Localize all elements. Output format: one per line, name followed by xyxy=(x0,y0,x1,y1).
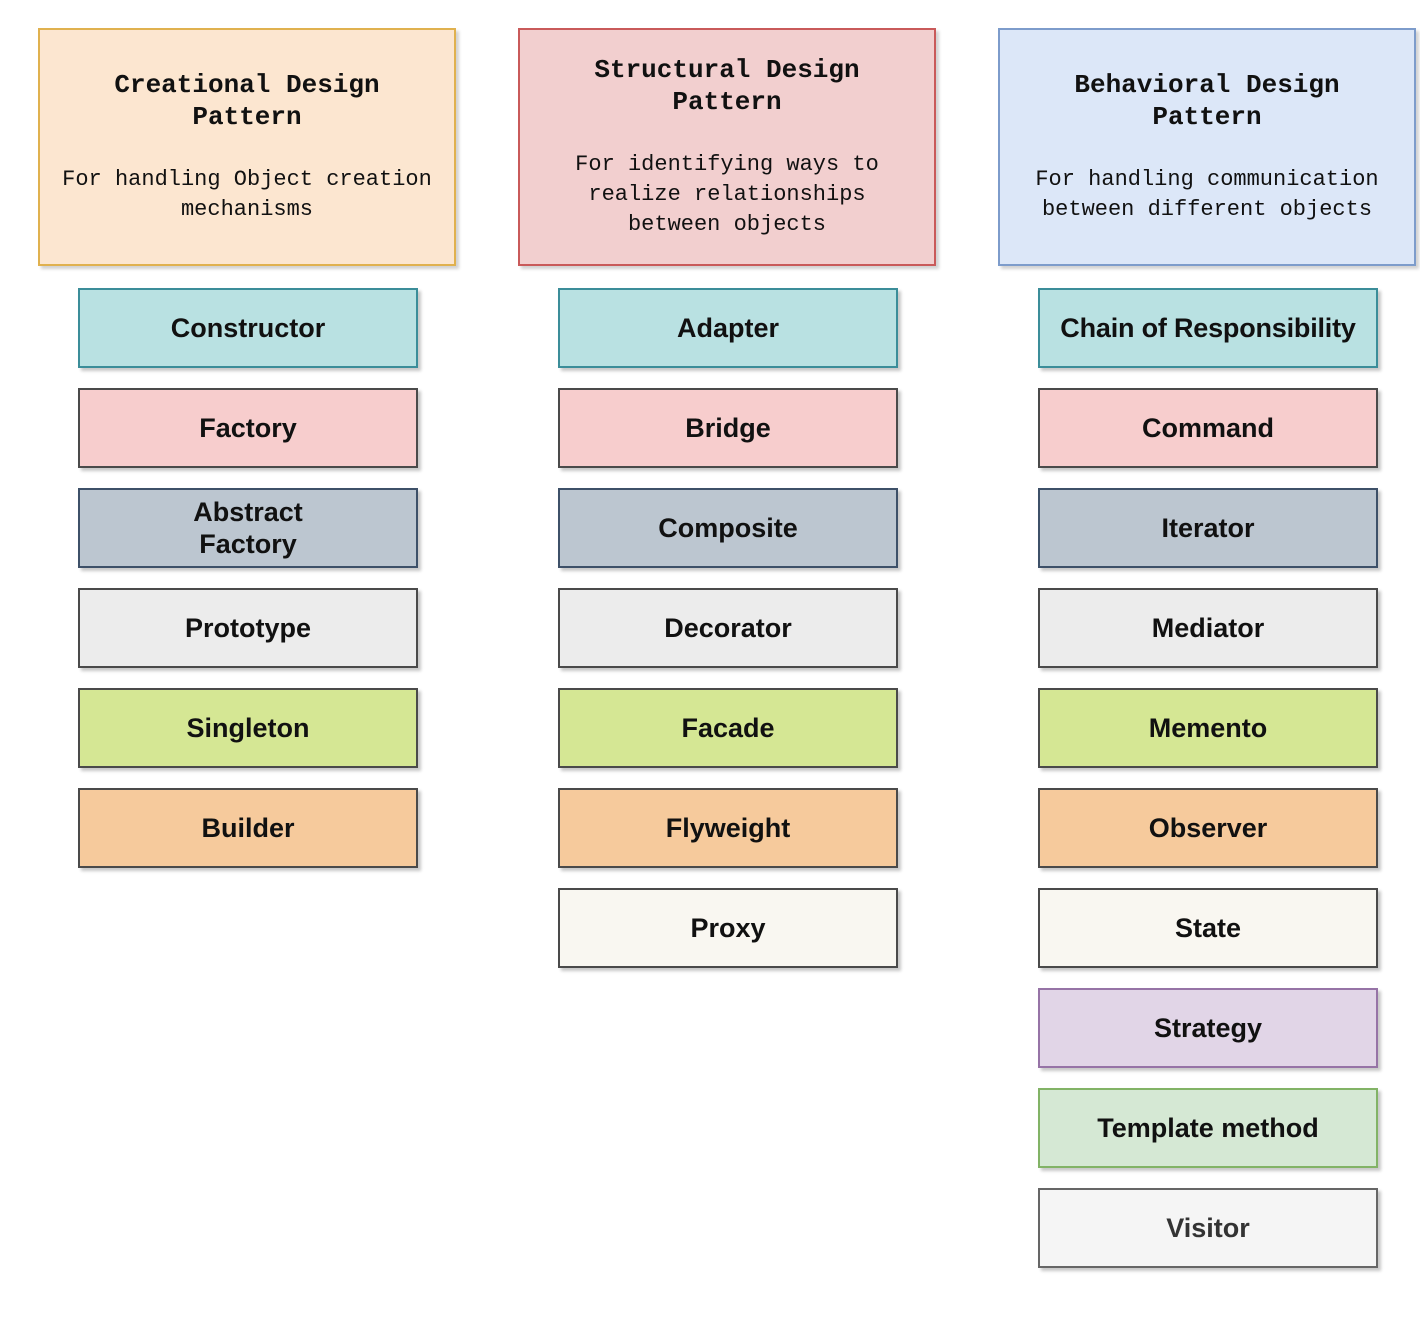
header-creational: Creational Design Pattern For handling O… xyxy=(38,28,456,266)
pattern-command: Command xyxy=(1038,388,1378,468)
header-title: Behavioral Design Pattern xyxy=(1074,70,1340,132)
pattern-list: Chain of Responsibility Command Iterator… xyxy=(1038,288,1378,1288)
pattern-flyweight: Flyweight xyxy=(558,788,898,868)
header-description: For identifying ways to realize relation… xyxy=(575,152,879,237)
pattern-abstract-factory: Abstract Factory xyxy=(78,488,418,568)
pattern-proxy: Proxy xyxy=(558,888,898,968)
header-title: Creational Design Pattern xyxy=(114,70,380,132)
pattern-builder: Builder xyxy=(78,788,418,868)
header-description: For handling communication between diffe… xyxy=(1035,167,1379,222)
header-behavioral: Behavioral Design Pattern For handling c… xyxy=(998,28,1416,266)
pattern-template-method: Template method xyxy=(1038,1088,1378,1168)
pattern-bridge: Bridge xyxy=(558,388,898,468)
pattern-list: Adapter Bridge Composite Decorator Facad… xyxy=(558,288,898,988)
pattern-facade: Facade xyxy=(558,688,898,768)
pattern-constructor: Constructor xyxy=(78,288,418,368)
header-title: Structural Design Pattern xyxy=(594,55,860,117)
pattern-list: Constructor Factory Abstract Factory Pro… xyxy=(78,288,418,888)
pattern-strategy: Strategy xyxy=(1038,988,1378,1068)
pattern-factory: Factory xyxy=(78,388,418,468)
pattern-mediator: Mediator xyxy=(1038,588,1378,668)
pattern-state: State xyxy=(1038,888,1378,968)
pattern-observer: Observer xyxy=(1038,788,1378,868)
pattern-adapter: Adapter xyxy=(558,288,898,368)
pattern-composite: Composite xyxy=(558,488,898,568)
pattern-singleton: Singleton xyxy=(78,688,418,768)
pattern-visitor: Visitor xyxy=(1038,1188,1378,1268)
pattern-chain-of-responsibility: Chain of Responsibility xyxy=(1038,288,1378,368)
pattern-iterator: Iterator xyxy=(1038,488,1378,568)
pattern-memento: Memento xyxy=(1038,688,1378,768)
header-structural: Structural Design Pattern For identifyin… xyxy=(518,28,936,266)
header-description: For handling Object creation mechanisms xyxy=(62,167,432,222)
pattern-decorator: Decorator xyxy=(558,588,898,668)
pattern-prototype: Prototype xyxy=(78,588,418,668)
